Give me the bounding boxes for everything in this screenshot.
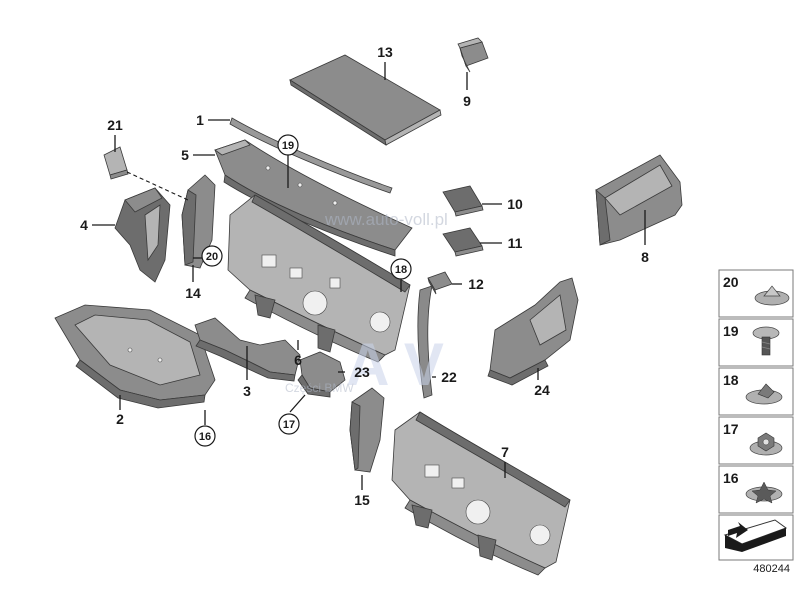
- part-14-bracket: [181, 174, 216, 269]
- tab-clip-icon: [745, 383, 783, 405]
- callout-17-circle: [278, 413, 300, 435]
- callout-13: 13: [377, 44, 393, 60]
- callout-20: 20: [206, 251, 218, 263]
- callout-15: 15: [354, 492, 370, 508]
- part-13-insulation-mat: [289, 54, 442, 146]
- part-6-bulkhead-insulation: [227, 194, 411, 363]
- callout-21: 21: [107, 117, 123, 133]
- star-clip-icon: [745, 481, 783, 504]
- part-11-pad: [442, 227, 484, 257]
- callout-3: 3: [243, 383, 251, 399]
- callout-19: 19: [282, 140, 294, 152]
- part-7-bulkhead-insulation: [391, 411, 571, 576]
- legend-label-19: 19: [723, 323, 739, 339]
- callout-4: 4: [80, 217, 88, 233]
- watermark-url: www.auto-voll.pl: [324, 210, 448, 229]
- legend-label-16: 16: [723, 470, 739, 486]
- part-4-side-panel: [114, 187, 171, 283]
- legend-label-20: 20: [723, 274, 739, 290]
- part-10-pad: [442, 185, 484, 217]
- callout-24: 24: [534, 382, 550, 398]
- part-23-duct: [297, 351, 346, 398]
- part-12-clip: [427, 271, 453, 295]
- callout-22: 22: [441, 369, 457, 385]
- fastener-legend: 20 19 18 17 16: [718, 269, 794, 561]
- push-clip-flat-icon: [754, 285, 790, 306]
- callout-18: 18: [395, 264, 407, 276]
- push-pin-icon: [752, 326, 780, 356]
- callout-2: 2: [116, 411, 124, 427]
- callout-20-circle: [201, 245, 223, 267]
- diagram-number: 480244: [753, 563, 790, 575]
- callout-18-circle: [390, 258, 412, 280]
- callout-1: 1: [196, 112, 204, 128]
- legend-item-19: [718, 318, 794, 367]
- legend-item-17: [718, 416, 794, 465]
- callout-17: 17: [283, 419, 295, 431]
- part-24-insulation: [487, 277, 579, 386]
- callout-16: 16: [199, 431, 211, 443]
- callout-10: 10: [507, 196, 523, 212]
- part-22-strip: [417, 285, 433, 399]
- part-15-bracket: [349, 387, 385, 473]
- leader-lines: [92, 62, 646, 490]
- part-8-side-insulation: [595, 154, 683, 246]
- watermark-caption: Części BMW: [285, 381, 354, 395]
- callout-7: 7: [501, 444, 509, 460]
- callout-19-circle: [277, 134, 299, 156]
- callout-8: 8: [641, 249, 649, 265]
- legend-label-17: 17: [723, 421, 739, 437]
- callout-11: 11: [508, 235, 523, 251]
- nut-icon: [749, 432, 783, 456]
- part-9-foam-block: [457, 37, 489, 73]
- legend-label-18: 18: [723, 372, 739, 388]
- part-2-floor-insulation: [54, 304, 216, 409]
- callout-16-circle: [194, 425, 216, 447]
- direction-arrow-icon: [723, 519, 788, 552]
- callout-9: 9: [463, 93, 471, 109]
- callout-5: 5: [181, 147, 189, 163]
- callout-14: 14: [185, 285, 201, 301]
- watermark: A V www.auto-voll.pl Części BMW: [285, 210, 448, 398]
- callout-6: 6: [294, 352, 302, 368]
- part-21-small-plate: [103, 146, 129, 180]
- callout-23: 23: [354, 364, 370, 380]
- watermark-letters: A V: [346, 331, 444, 398]
- callout-12: 12: [468, 276, 484, 292]
